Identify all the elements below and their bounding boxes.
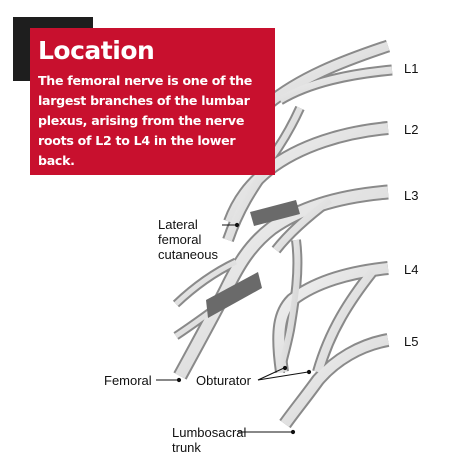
info-title: Location (38, 36, 155, 65)
level-labels: L1 L2 L3 L4 L5 (404, 61, 418, 349)
label-line: femoral (158, 232, 201, 247)
info-text: The femoral nerve is one of the largest … (38, 73, 253, 168)
label-line: Lateral (158, 217, 198, 232)
nerve-shadow-band (206, 200, 300, 318)
level-label-l3: L3 (404, 188, 418, 203)
label-line: cutaneous (158, 247, 218, 262)
level-label-l2: L2 (404, 122, 418, 137)
femoral-label: Femoral (104, 373, 152, 388)
lumbosacral-trunk-label: Lumbosacral trunk (172, 425, 247, 455)
label-line: Lumbosacral (172, 425, 247, 440)
level-label-l4: L4 (404, 262, 418, 277)
level-label-l1: L1 (404, 61, 418, 76)
leader-lines (156, 222, 312, 435)
label-line: trunk (172, 440, 201, 455)
obturator-label: Obturator (196, 373, 252, 388)
info-box: Location The femoral nerve is one of the… (30, 28, 275, 175)
lateral-femoral-cutaneous-label: Lateral femoral cutaneous (158, 217, 218, 262)
level-label-l5: L5 (404, 334, 418, 349)
